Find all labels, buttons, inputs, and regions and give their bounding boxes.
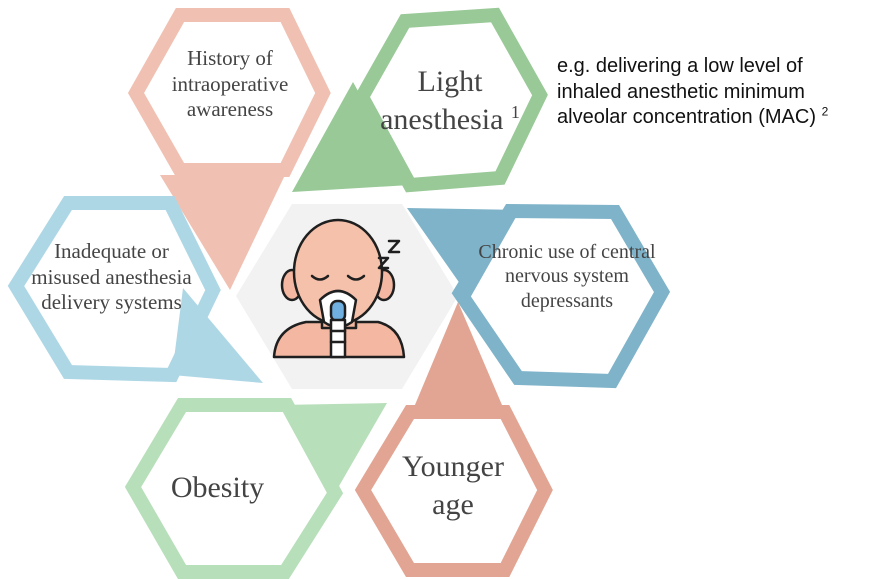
chronic-line-3: depressants xyxy=(458,289,676,313)
light-anesthesia-label: Light anesthesia 1 xyxy=(370,63,530,138)
awareness-line-1: History of xyxy=(145,46,315,72)
obesity-line-1: Obesity xyxy=(150,470,285,507)
light-line-2-text: anesthesia xyxy=(380,103,503,136)
inadequate-line-1: Inadequate or xyxy=(4,239,219,265)
chronic-line-1: Chronic use of central xyxy=(458,240,676,264)
light-footnote-ref: 1 xyxy=(511,102,520,122)
awareness-line-2: intraoperative xyxy=(145,72,315,98)
note-line-3: alveolar concentration (MAC) 2 xyxy=(557,105,828,131)
younger-line-1: Younger xyxy=(378,448,528,486)
awareness-line-3: awareness xyxy=(145,97,315,123)
oxygen-tube xyxy=(331,320,345,357)
younger-label: Younger age xyxy=(378,448,528,523)
light-line-2: anesthesia 1 xyxy=(370,101,530,139)
note-footnote-ref: 2 xyxy=(822,105,829,119)
note-line-3-text: alveolar concentration (MAC) xyxy=(557,106,816,128)
mask-window xyxy=(331,301,345,321)
younger-line-2: age xyxy=(378,486,528,524)
note-line-1: e.g. delivering a low level of xyxy=(557,54,828,80)
inadequate-label: Inadequate or misused anesthesia deliver… xyxy=(4,239,219,316)
inadequate-line-3: delivery systems xyxy=(4,290,219,316)
chronic-line-2: nervous system xyxy=(458,264,676,288)
obesity-label: Obesity xyxy=(150,470,285,507)
inadequate-line-2: misused anesthesia xyxy=(4,265,219,291)
light-line-1: Light xyxy=(370,63,530,101)
note-line-2: inhaled anesthetic minimum xyxy=(557,80,828,106)
light-anesthesia-note: e.g. delivering a low level of inhaled a… xyxy=(557,54,828,131)
chronic-label: Chronic use of central nervous system de… xyxy=(458,240,676,313)
awareness-label: History of intraoperative awareness xyxy=(145,46,315,123)
